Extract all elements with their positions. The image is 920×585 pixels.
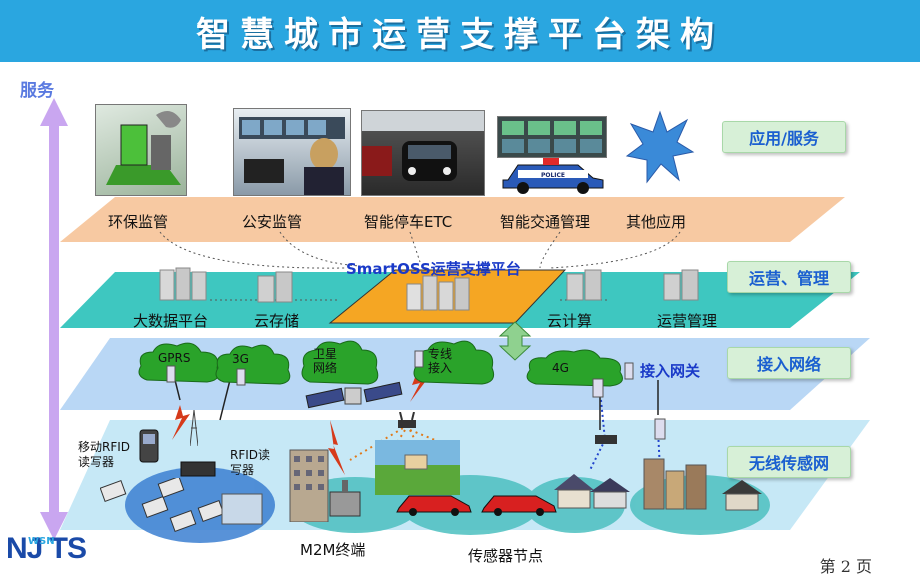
gateway-device-icon [624, 362, 634, 380]
module-bigdata: 大数据平台 [133, 312, 209, 330]
environment-photo [95, 104, 187, 196]
app-label-environment: 环保监管 [108, 213, 169, 231]
cloud-leased-line-label: 专线 接入 [428, 347, 453, 375]
parking-photo [361, 110, 485, 196]
security-photo [233, 108, 351, 196]
gateway-device-icon [166, 365, 176, 383]
police-text: POLICE [541, 172, 565, 179]
access-gateway-label: 接入网关 [640, 362, 701, 380]
server-icon [159, 267, 207, 301]
cloud-3g-label: 3G [232, 352, 249, 366]
cloud-icon [526, 349, 623, 387]
handheld-reader-icon [139, 429, 159, 463]
app-label-other: 其他应用 [626, 213, 687, 231]
layer-label-management: 运营、管理 [727, 261, 851, 293]
app-label-security: 公安监管 [242, 213, 303, 231]
cloud-icon [138, 342, 220, 383]
layer-label-application: 应用/服务 [722, 121, 846, 153]
wireless-router-icon [398, 412, 416, 428]
cloud-icon [215, 344, 291, 385]
red-car-icon [481, 495, 557, 516]
traffic-photo [497, 116, 607, 158]
cloud-icon [301, 340, 379, 385]
house-icon [722, 480, 762, 511]
antenna-tower-icon [190, 410, 198, 446]
platform-title: SmartOSS运营支撑平台 [346, 260, 521, 278]
updown-arrow-icon [498, 321, 532, 361]
app-label-traffic: 智能交通管理 [500, 213, 591, 231]
cloud-gprs-label: GPRS [158, 351, 191, 365]
page-number: 第 2 页 [819, 557, 872, 576]
module-ops-management: 运营管理 [657, 312, 718, 330]
star-burst-icon [625, 110, 695, 184]
gateway-device-icon [592, 378, 604, 398]
gateway-device-icon [654, 418, 666, 440]
layer-label-sensor: 无线传感网 [727, 446, 851, 478]
cloud-4g-label: 4G [552, 361, 569, 375]
red-car-icon [396, 495, 472, 516]
server-icon [566, 269, 602, 301]
module-cloud-storage: 云存储 [254, 312, 300, 330]
satellite-icon [305, 381, 403, 409]
mobile-reader-label: 移动RFID 读写器 [78, 440, 131, 469]
m2m-terminal-label: M2M终端 [300, 541, 366, 559]
sensor-gateway-icon [595, 435, 617, 444]
houses-icon [554, 474, 630, 509]
sensor-nodes-label: 传感器节点 [468, 547, 544, 565]
service-arrow-icon [40, 98, 68, 540]
rfid-reader-icon [180, 461, 216, 477]
server-icon [663, 269, 699, 301]
gateway-device-icon [414, 350, 424, 368]
gateway-device-icon [236, 368, 246, 386]
m2m-terminal-icon [329, 480, 361, 517]
police-car-icon: POLICE [502, 158, 604, 194]
cloud-satellite-label: 卫星 网络 [313, 347, 338, 375]
farmland-photo [375, 440, 460, 495]
server-cluster-icon [406, 275, 470, 311]
application-layer [60, 197, 845, 242]
service-label: 服务 [20, 81, 54, 101]
app-label-parking: 智能停车ETC [364, 213, 453, 231]
njits-logo: NJ TS [6, 532, 87, 565]
rfid-reader-label: RFID读 写器 [230, 448, 271, 477]
logo-sub: WSN [28, 536, 55, 547]
rfid-tags-icon [100, 478, 263, 532]
server-icon [257, 271, 293, 303]
city-buildings-icon [643, 458, 707, 510]
title-bar: 智慧城市运营支撑平台架构 [0, 0, 920, 62]
layer-label-access: 接入网络 [727, 347, 851, 379]
building-icon [289, 449, 329, 522]
module-cloud-computing: 云计算 [547, 312, 593, 330]
page-title: 智慧城市运营支撑平台架构 [196, 14, 724, 55]
